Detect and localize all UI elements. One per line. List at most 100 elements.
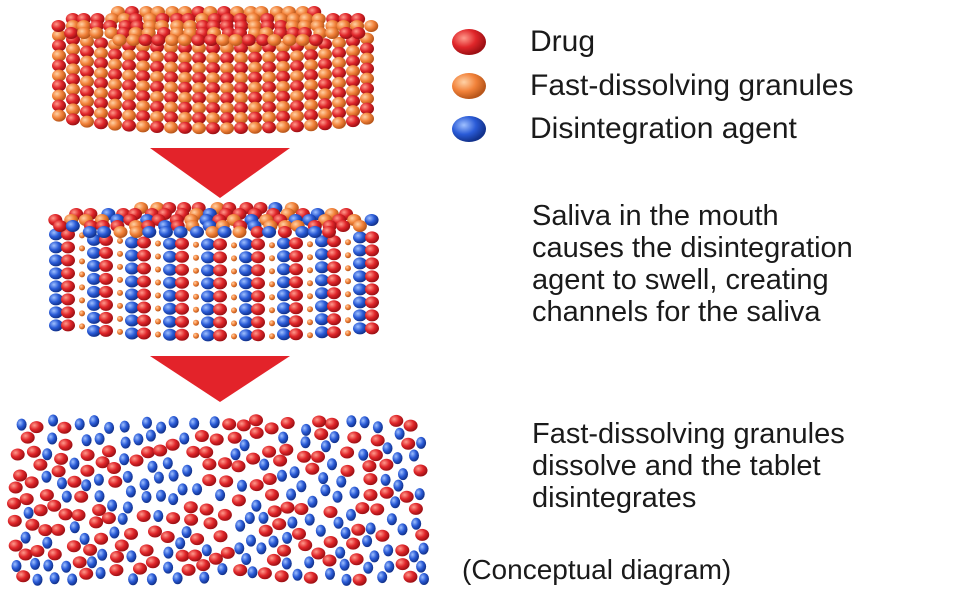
legend-agent-marker <box>452 116 486 142</box>
granule-particle <box>332 56 346 69</box>
granule-particle <box>276 80 290 93</box>
agent-particle <box>82 226 97 238</box>
agent-particle <box>168 493 179 506</box>
agent-particle <box>419 573 429 585</box>
drug-particle <box>191 34 206 46</box>
drug-particle <box>327 235 341 248</box>
drug-particle <box>196 559 211 572</box>
granule-particle <box>80 55 94 68</box>
agent-particle <box>158 226 173 238</box>
drug-particle <box>164 51 178 64</box>
drug-particle <box>133 562 147 575</box>
step-2-line: channels for the saliva <box>532 296 821 328</box>
drug-particle <box>139 544 154 557</box>
granule-particle <box>304 119 318 132</box>
drug-particle <box>219 475 234 488</box>
agent-particle <box>277 328 291 341</box>
agent-particle <box>79 532 90 545</box>
agent-particle <box>230 448 241 461</box>
granule-particle <box>307 280 313 287</box>
drug-particle <box>327 300 341 313</box>
agent-particle <box>363 561 374 574</box>
granule-particle <box>307 254 313 261</box>
drug-particle <box>99 285 113 298</box>
granule-particle <box>193 306 199 313</box>
granule-particle <box>117 237 123 244</box>
agent-particle <box>49 319 63 332</box>
agent-particle <box>153 510 164 522</box>
agent-particle <box>237 479 247 492</box>
step-2-line: causes the disintegration <box>532 232 853 264</box>
agent-particle <box>320 440 331 453</box>
drug-particle <box>95 456 110 469</box>
drug-particle <box>141 446 155 459</box>
drug-particle <box>262 101 276 114</box>
agent-particle <box>333 516 344 529</box>
agent-particle <box>163 328 177 341</box>
granule-particle <box>52 29 66 42</box>
agent-particle <box>201 290 215 303</box>
drug-particle <box>175 549 190 562</box>
drug-particle <box>289 276 303 289</box>
drug-particle <box>379 458 394 471</box>
drug-particle <box>262 81 276 94</box>
agent-particle <box>209 416 220 429</box>
agent-particle <box>163 237 177 250</box>
drug-particle <box>289 328 303 341</box>
drug-particle <box>52 99 66 112</box>
agent-particle <box>315 524 326 537</box>
granule-particle <box>304 99 318 112</box>
drug-particle <box>89 516 104 529</box>
agent-particle <box>192 483 203 496</box>
granule-particle <box>117 250 123 257</box>
drug-particle <box>80 65 94 78</box>
agent-particle <box>335 546 346 559</box>
agent-particle <box>119 420 130 433</box>
agent-particle <box>125 288 139 301</box>
drug-particle <box>327 287 341 300</box>
drug-particle <box>290 120 304 133</box>
drug-particle <box>150 81 164 93</box>
agent-particle <box>201 329 215 342</box>
granule-particle <box>231 242 237 249</box>
drug-particle <box>308 34 323 46</box>
drug-particle <box>64 27 79 39</box>
granule-particle <box>126 34 141 46</box>
agent-particle <box>179 432 190 445</box>
arrow-down-2 <box>150 356 290 402</box>
granule-particle <box>332 76 346 89</box>
legend-granules-label: Fast-dissolving granules <box>530 69 854 102</box>
granule-particle <box>79 271 85 278</box>
drug-particle <box>363 473 378 486</box>
agent-particle <box>42 536 53 549</box>
drug-particle <box>346 75 360 88</box>
drug-particle <box>289 263 303 276</box>
drug-particle <box>71 509 86 522</box>
swelling-tablet <box>48 202 379 342</box>
agent-particle <box>349 486 360 499</box>
agent-particle <box>320 484 331 497</box>
drug-particle <box>249 414 263 427</box>
agent-particle <box>126 550 137 563</box>
drug-particle <box>51 465 66 478</box>
drug-particle <box>332 86 346 99</box>
granule-particle <box>108 118 122 131</box>
drug-particle <box>206 102 220 115</box>
granule-particle <box>248 101 262 114</box>
drug-particle <box>94 77 108 90</box>
granule-particle <box>276 120 290 133</box>
drug-particle <box>175 289 189 302</box>
agent-particle <box>173 226 188 238</box>
drug-particle <box>7 514 22 527</box>
drug-particle <box>360 82 374 95</box>
drug-particle <box>80 449 95 461</box>
agent-particle <box>397 523 408 536</box>
drug-particle <box>273 454 288 467</box>
granule-particle <box>318 88 332 101</box>
agent-particle <box>11 560 22 572</box>
agent-particle <box>199 571 210 584</box>
agent-particle <box>156 489 166 502</box>
drug-particle <box>137 288 151 301</box>
agent-particle <box>362 535 373 548</box>
drug-particle <box>24 476 39 489</box>
